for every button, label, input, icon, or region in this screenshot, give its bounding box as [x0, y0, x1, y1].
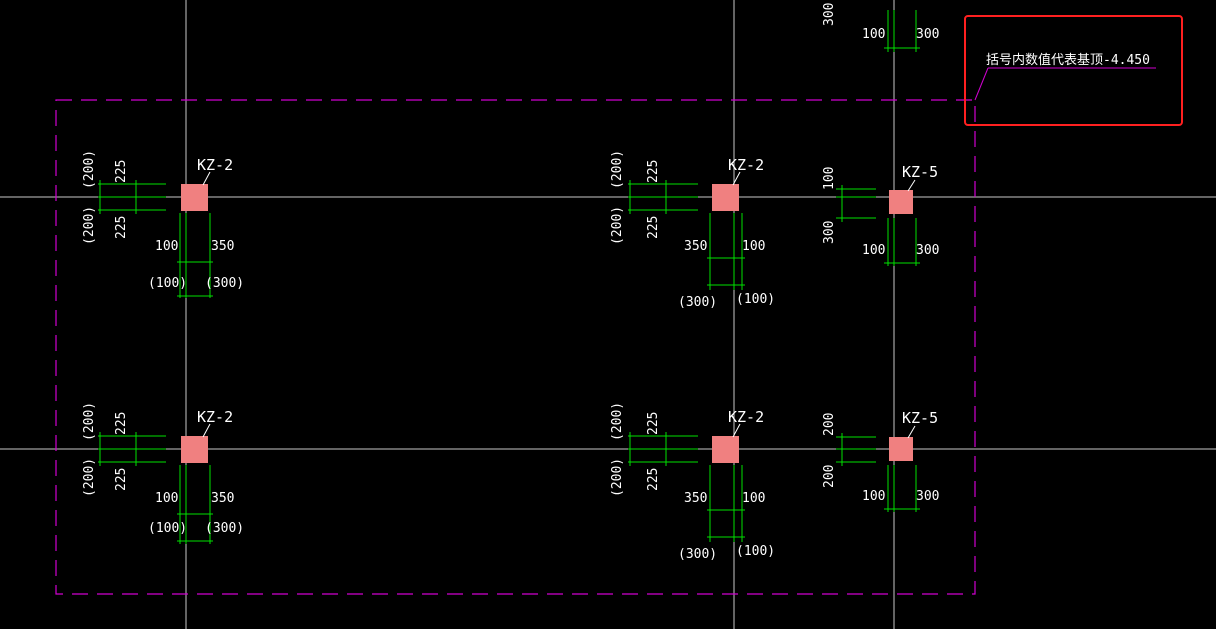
dim-text: 100 — [155, 491, 178, 506]
column-label-6: KZ-5 — [902, 409, 938, 427]
dims-column-2 — [628, 180, 745, 290]
dim-text: 225 — [114, 468, 129, 491]
dim-text: (100) — [736, 544, 775, 559]
dim-text: 100 — [862, 243, 885, 258]
dim-text: (200) — [610, 206, 625, 245]
dim-text: (300) — [205, 521, 244, 536]
dim-text: (300) — [678, 295, 717, 310]
dim-text: 225 — [646, 216, 661, 239]
dim-text: 225 — [646, 412, 661, 435]
dim-text: 100 — [862, 27, 885, 42]
columns — [181, 184, 913, 463]
column-2[interactable] — [712, 184, 739, 211]
dim-text: 200 — [822, 413, 837, 436]
dim-text: 350 — [211, 239, 234, 254]
column-label-4: KZ-2 — [197, 408, 233, 426]
dim-text: 300 — [822, 221, 837, 244]
dims-column-4 — [98, 432, 213, 544]
column-label-3: KZ-5 — [902, 163, 938, 181]
dim-text: (200) — [82, 402, 97, 441]
dims-column-1 — [98, 180, 213, 298]
dim-text: (200) — [82, 458, 97, 497]
column-1[interactable] — [181, 184, 208, 211]
dim-text: (300) — [205, 276, 244, 291]
dims-top-partial — [884, 10, 920, 52]
foundation-boundary — [55, 99, 976, 595]
column-6[interactable] — [889, 437, 913, 461]
dim-text: 225 — [646, 160, 661, 183]
dims-column-3 — [836, 185, 920, 266]
note-text: 括号内数值代表基顶-4.450 — [986, 52, 1150, 68]
dim-text: 300 — [916, 489, 939, 504]
dim-text: 300 — [916, 243, 939, 258]
note-leader — [974, 67, 989, 101]
dim-text: 200 — [822, 465, 837, 488]
dim-text: (200) — [610, 402, 625, 441]
dim-text: (100) — [736, 292, 775, 307]
column-label-1: KZ-2 — [197, 156, 233, 174]
column-label-2: KZ-2 — [728, 156, 764, 174]
dim-text: 100 — [742, 239, 765, 254]
dim-text: 100 — [155, 239, 178, 254]
dim-text: 300 — [822, 3, 837, 26]
dim-text: 225 — [114, 412, 129, 435]
dim-text: 225 — [114, 216, 129, 239]
dim-text: 350 — [684, 491, 707, 506]
callout-highlight-box — [964, 15, 1183, 126]
column-5[interactable] — [712, 436, 739, 463]
dim-text: (200) — [82, 206, 97, 245]
dim-text: (200) — [82, 150, 97, 189]
column-label-5: KZ-2 — [728, 408, 764, 426]
dim-text: 350 — [684, 239, 707, 254]
label-leaders — [202, 171, 916, 439]
dim-text: 225 — [646, 468, 661, 491]
dim-text: (100) — [148, 276, 187, 291]
dim-text: 100 — [862, 489, 885, 504]
dim-text: 100 — [822, 167, 837, 190]
dim-text: 300 — [916, 27, 939, 42]
column-3[interactable] — [889, 190, 913, 214]
dim-text: 100 — [742, 491, 765, 506]
dim-text: (300) — [678, 547, 717, 562]
dim-text: (200) — [610, 458, 625, 497]
note-callout: 括号内数值代表基顶-4.450 — [964, 15, 1183, 126]
column-4[interactable] — [181, 436, 208, 463]
dim-text: 225 — [114, 160, 129, 183]
dim-text: (200) — [610, 150, 625, 189]
dim-text: 350 — [211, 491, 234, 506]
dims-column-5 — [628, 432, 745, 542]
dim-text: (100) — [148, 521, 187, 536]
dims-column-6 — [836, 433, 920, 512]
